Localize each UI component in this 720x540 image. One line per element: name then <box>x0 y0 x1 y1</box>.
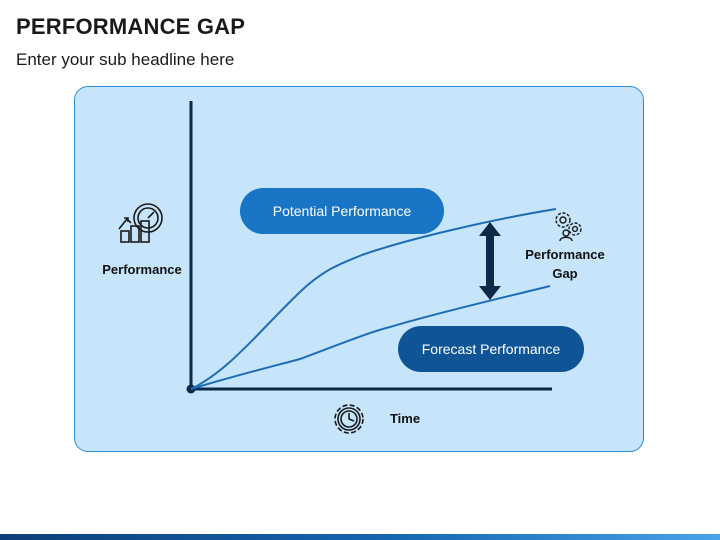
gear-clock-icon <box>334 404 364 434</box>
x-axis-label: Time <box>389 411 421 426</box>
y-axis-label: Performance <box>102 262 182 277</box>
gap-double-arrow <box>479 222 501 300</box>
footer-accent-bar <box>0 534 720 540</box>
gears-person-icon <box>555 212 582 242</box>
performance-gap-label: Performance Gap <box>525 247 605 281</box>
potential-performance-pill: Potential Performance <box>240 188 444 234</box>
page-title: PERFORMANCE GAP <box>16 14 246 39</box>
forecast-performance-curve <box>190 285 551 390</box>
forecast-performance-pill: Forecast Performance <box>398 326 584 372</box>
speedometer-growth-icon <box>118 203 163 243</box>
diagram-panel <box>74 86 644 452</box>
potential-performance-curve <box>190 208 557 390</box>
page-subtitle: Enter your sub headline here <box>16 50 235 69</box>
